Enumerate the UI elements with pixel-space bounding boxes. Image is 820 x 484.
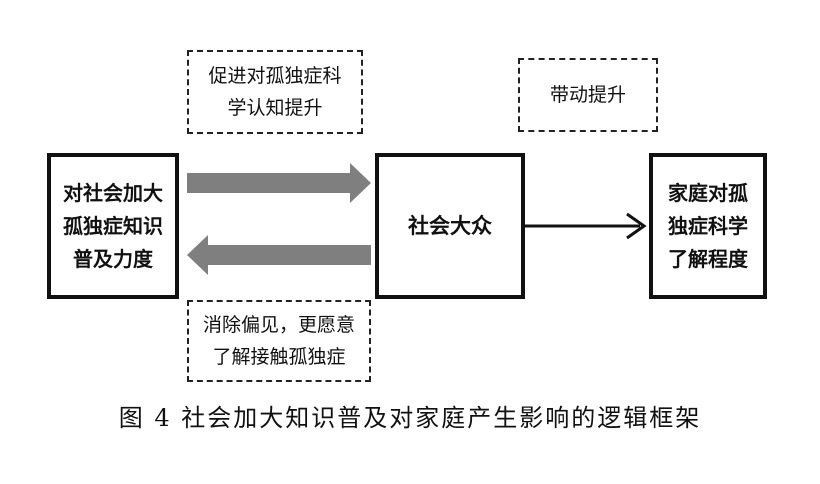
note-bottom-line-1: 消除偏见，更愿意 xyxy=(202,314,355,336)
node-right-line-3: 了解程度 xyxy=(668,246,748,271)
note-top-right: 带动提升 xyxy=(518,58,658,132)
node-left-line-1: 对社会加大 xyxy=(63,180,163,205)
black-arrow-head xyxy=(626,212,647,240)
gray-arrow-left xyxy=(187,235,371,275)
note-top-left-line-2: 学认知提升 xyxy=(227,97,323,119)
node-center: 社会大众 xyxy=(375,153,525,299)
note-top-right-line-1: 带动提升 xyxy=(549,84,626,106)
note-top-left-line-1: 促进对孤独症科 xyxy=(208,65,342,87)
note-bottom: 消除偏见，更愿意 了解接触孤独症 xyxy=(187,300,371,382)
node-right: 家庭对孤 独症科学 了解程度 xyxy=(649,153,767,299)
node-center-line-1: 社会大众 xyxy=(408,213,492,238)
note-bottom-line-2: 了解接触孤独症 xyxy=(212,346,346,368)
node-left-line-2: 孤独症知识 xyxy=(63,213,163,238)
note-top-left: 促进对孤独症科 学认知提升 xyxy=(187,50,363,134)
gray-arrow-right xyxy=(187,163,371,203)
node-left: 对社会加大 孤独症知识 普及力度 xyxy=(47,153,179,299)
node-left-line-3: 普及力度 xyxy=(73,246,153,271)
node-right-line-2: 独症科学 xyxy=(668,213,748,238)
figure-caption: 图 4 社会加大知识普及对家庭产生影响的逻辑框架 xyxy=(118,404,702,432)
node-right-line-1: 家庭对孤 xyxy=(668,180,748,205)
